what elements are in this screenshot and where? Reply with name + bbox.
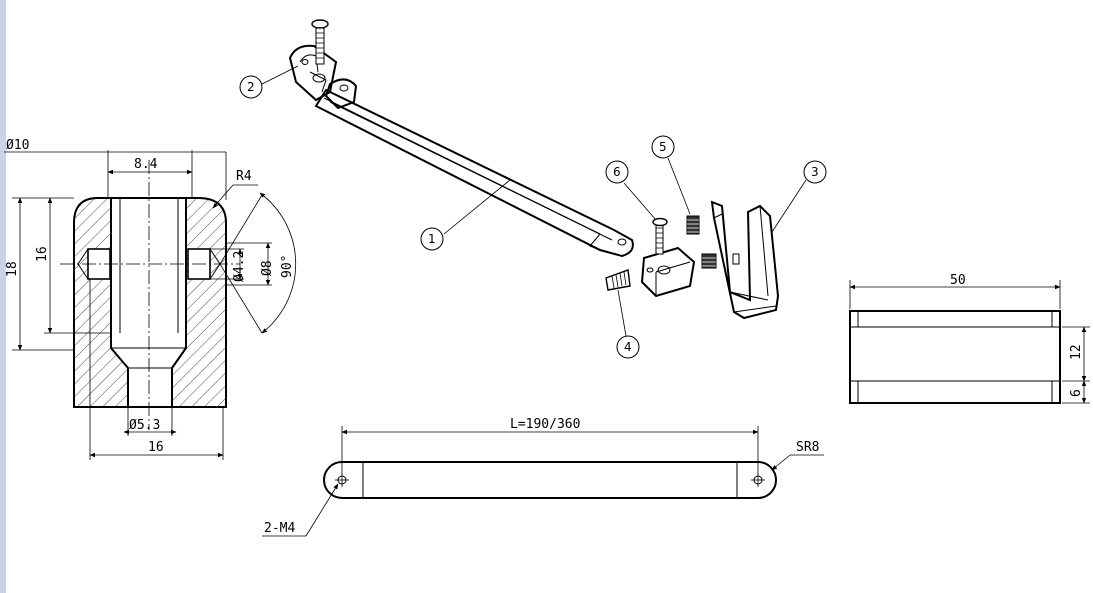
dim-slot-width: 8.4 [134,157,158,172]
svg-text:3: 3 [811,165,819,179]
dim-height-total: 18 [5,261,20,277]
svg-text:4: 4 [624,340,632,354]
balloon-3: 3 [771,160,827,233]
block-width: 50 [950,273,966,288]
section-view: Ø10 8.4 R4 18 16 Ø4.2 [4,138,297,460]
svg-text:6: 6 [613,165,621,179]
block-height-upper: 12 [1069,344,1084,360]
balloon-2: 2 [239,65,299,99]
balloon-1: 1 [420,179,511,251]
dim-dia-bottom: Ø5.3 [129,418,160,433]
rod-length: L=190/360 [510,417,580,432]
clevis-top-part [288,19,338,102]
rod-sphere-radius: SR8 [796,440,819,455]
window-edge [0,0,6,593]
dim-radius: R4 [236,169,252,184]
rod-holes: 2-M4 [264,521,295,536]
block-height-lower: 6 [1069,389,1084,397]
arm-part [314,78,634,258]
balloon-4: 4 [616,289,640,359]
dim-dia-hole: Ø4.2 [232,251,247,282]
exploded-view: 1 2 3 4 5 [239,19,827,359]
dim-dia-outer: Ø10 [6,138,29,153]
dim-width: 16 [148,440,164,455]
dim-angle: 90° [280,255,295,278]
svg-text:2: 2 [247,80,255,94]
balloon-6: 6 [605,160,657,221]
dim-dia-cbore: Ø8 [260,260,275,276]
rod-view: L=190/360 SR8 2-M4 [262,417,824,537]
svg-text:5: 5 [659,140,667,154]
clevis-small-part [605,215,717,298]
balloon-5: 5 [651,135,691,215]
block-view: 50 12 6 [849,273,1090,404]
bracket-part [710,200,780,320]
svg-text:1: 1 [428,232,436,246]
dim-height-slot: 16 [35,246,50,262]
